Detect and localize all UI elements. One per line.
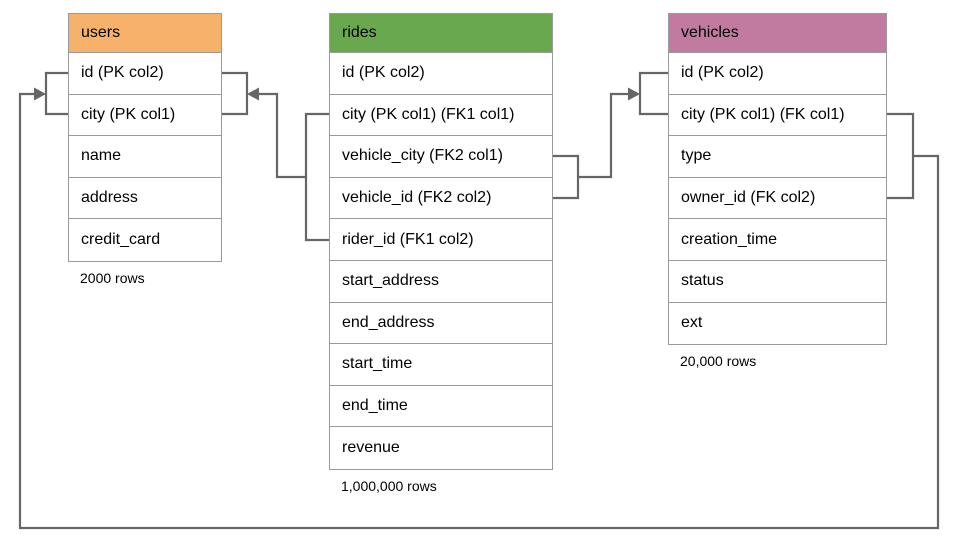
arrowhead-fk1-to-users [247,87,259,101]
column-row: address [69,177,221,220]
connector-fk1-line [257,92,306,179]
column-row: id (PK col2) [330,53,552,95]
table-rides: rides id (PK col2)city (PK col1) (FK1 co… [329,13,553,494]
column-row: id (PK col2) [669,53,886,95]
table-rides-header: rides [330,14,552,53]
column-row: credit_card [69,219,221,261]
table-vehicles-header: vehicles [669,14,886,53]
connector-rides-left-bracket [304,112,329,242]
table-users-rowcount: 2000 rows [80,269,145,286]
column-row: type [669,136,886,178]
connector-owner-loop-line [18,92,940,530]
connector-vehicles-left-bracket [638,71,668,116]
table-rides-box: rides id (PK col2)city (PK col1) (FK1 co… [329,13,553,470]
table-vehicles-box: vehicles id (PK col2)city (PK col1) (FK … [668,13,887,346]
column-row: city (PK col1) (FK col1) [669,94,886,137]
table-rides-rows: id (PK col2)city (PK col1) (FK1 col1)veh… [330,53,552,469]
column-row: end_address [330,302,552,345]
column-row: end_time [330,385,552,428]
column-row: revenue [330,427,552,469]
column-row: start_time [330,344,552,386]
column-row: rider_id (FK1 col2) [330,219,552,261]
connector-fk2-line [578,92,630,179]
table-vehicles: vehicles id (PK col2)city (PK col1) (FK … [668,13,887,369]
connector-users-right-bracket [222,71,249,116]
column-row: start_address [330,260,552,303]
table-rides-rowcount: 1,000,000 rows [341,477,437,494]
column-row: vehicle_id (FK2 col2) [330,177,552,220]
column-row: creation_time [669,219,886,261]
arrowhead-owner-to-users [34,87,46,101]
table-users-header: users [69,14,221,53]
column-row: status [669,260,886,303]
connector-users-left-bracket [44,71,68,116]
column-row: id (PK col2) [69,53,221,95]
column-row: vehicle_city (FK2 col1) [330,136,552,178]
table-vehicles-rows: id (PK col2)city (PK col1) (FK col1)type… [669,53,886,345]
column-row: owner_id (FK col2) [669,177,886,220]
connector-rides-right-bracket [553,154,580,200]
column-row: city (PK col1) (FK1 col1) [330,94,552,137]
connector-vehicles-right-bracket [887,112,915,200]
column-row: name [69,136,221,178]
arrowhead-fk2-to-vehicles [628,87,640,101]
column-row: city (PK col1) [69,94,221,137]
table-vehicles-rowcount: 20,000 rows [680,353,757,370]
column-row: ext [669,302,886,345]
